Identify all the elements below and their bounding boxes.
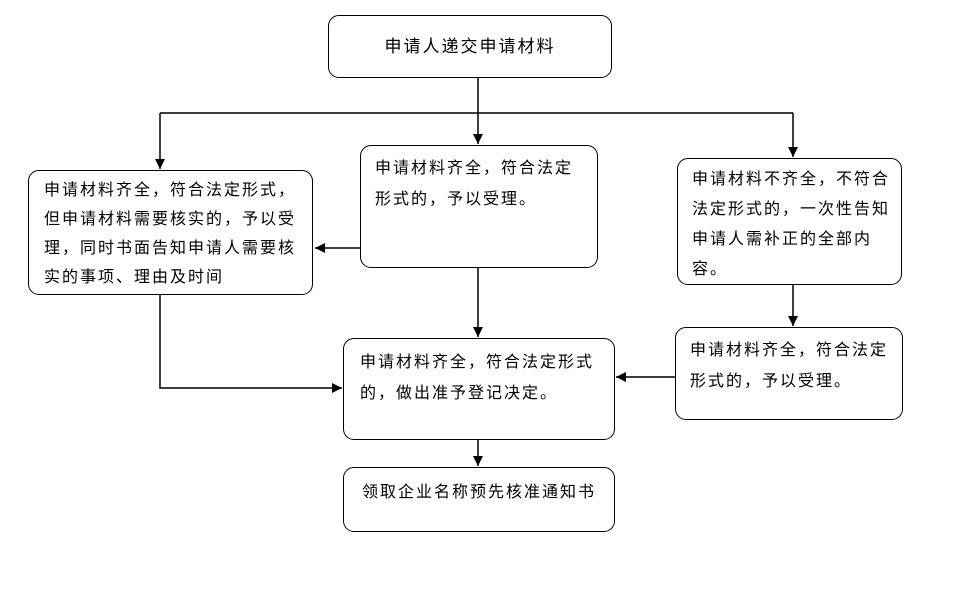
node-receive-notice: 领取企业名称预先核准通知书 [343, 467, 615, 532]
node-accept: 申请材料齐全，符合法定形式的，予以受理。 [360, 145, 598, 268]
node-incomplete-notice: 申请材料不齐全，不符合法定形式的，一次性告知申请人需补正的全部内容。 [677, 158, 902, 285]
node-submit-application-label: 申请人递交申请材料 [384, 36, 556, 56]
node-accept-with-verification: 申请材料齐全，符合法定形式，但申请材料需要核实的，予以受理，同时书面告知申请人需… [28, 170, 313, 295]
connector-left-to-decision [159, 295, 342, 393]
node-accept-after-correction: 申请材料齐全，符合法定形式的，予以受理。 [675, 327, 903, 420]
node-approval-decision: 申请材料齐全，符合法定形式的，做出准予登记决定。 [343, 338, 615, 440]
node-submit-application: 申请人递交申请材料 [328, 15, 612, 78]
